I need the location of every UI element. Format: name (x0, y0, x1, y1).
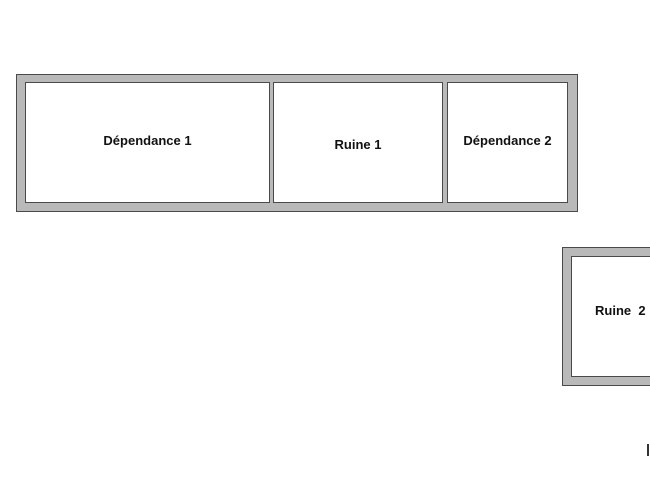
edge-mark (647, 444, 649, 456)
room-label-dependance-1: Dépendance 1 (103, 133, 192, 148)
room-label-ruine-1: Ruine 1 (334, 137, 382, 152)
room-ruine-2: Ruine 2 (571, 256, 650, 377)
room-ruine-1: Ruine 1 (273, 82, 443, 203)
room-label-ruine-2: Ruine 2 (595, 303, 646, 318)
room-dependance-1: Dépendance 1 (25, 82, 270, 203)
room-dependance-2: Dépendance 2 (447, 82, 568, 203)
room-label-dependance-2: Dépendance 2 (463, 133, 552, 148)
